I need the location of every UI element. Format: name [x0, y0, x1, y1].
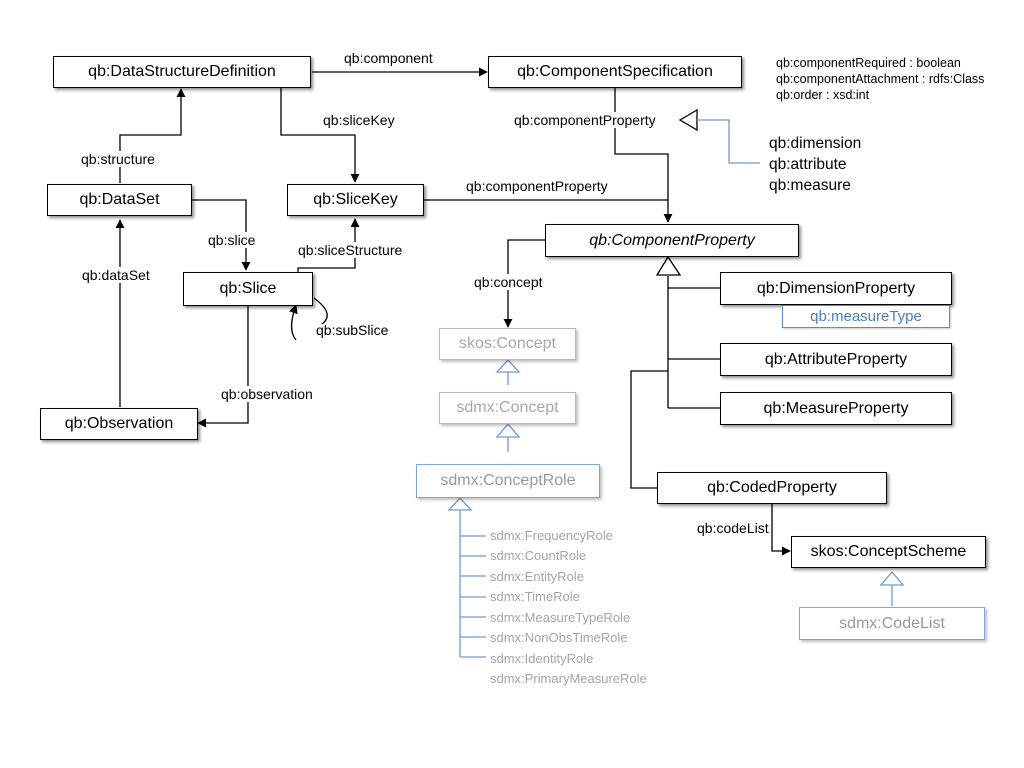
kind-measure: qb:measure [769, 177, 851, 194]
label-structure: qb:structure [81, 151, 155, 167]
slice-box: qb:Slice [183, 272, 313, 306]
label-subslice: qb:subSlice [316, 322, 389, 338]
observation-box: qb:Observation [40, 408, 198, 440]
edge-observation [197, 306, 249, 428]
triangle-skos-concept [495, 359, 521, 373]
edge-structure [119, 88, 186, 183]
label-codelist: qb:codeList [697, 520, 769, 536]
sdmx-concept-box: sdmx:Concept [439, 392, 576, 424]
label-slicestructure: qb:sliceStructure [298, 242, 403, 258]
role-non-obs-time: sdmx:NonObsTimeRole [490, 630, 628, 645]
skos-concept-box: skos:Concept [439, 328, 576, 360]
kind-attribute: qb:attribute [769, 156, 847, 173]
label-componentproperty-1: qb:componentProperty [514, 112, 656, 128]
attribute-property-box: qb:AttributeProperty [720, 343, 952, 376]
dimension-property-box: qb:DimensionProperty [720, 272, 952, 305]
role-measure-type: sdmx:MeasureTypeRole [490, 610, 631, 625]
dataset-box: qb:DataSet [47, 184, 192, 216]
component-property-box: qb:ComponentProperty [545, 224, 799, 257]
label-slicekey: qb:sliceKey [323, 112, 395, 128]
triangle-kinds [678, 108, 698, 132]
edge-componentproperty-1 [614, 88, 673, 223]
label-observation: qb:observation [221, 386, 313, 402]
component-specification-box: qb:ComponentSpecification [488, 56, 742, 88]
edge-concept [503, 239, 545, 328]
spec-attr-required: qb:componentRequired : boolean [776, 56, 961, 70]
label-slice: qb:slice [208, 232, 256, 248]
role-count: sdmx:CountRole [490, 548, 587, 563]
label-dataset: qb:dataSet [82, 267, 150, 283]
edge-subslice [292, 298, 328, 341]
edge-codelist [771, 504, 791, 556]
triangle-sdmx-concept [495, 422, 521, 438]
coded-property-box: qb:CodedProperty [657, 472, 887, 504]
concept-scheme-box: skos:ConceptScheme [791, 536, 986, 568]
edge-slicekey [280, 88, 360, 183]
role-identity: sdmx:IdentityRole [490, 651, 594, 666]
kind-dimension: qb:dimension [769, 135, 862, 152]
role-frequency: sdmx:FrequencyRole [490, 528, 613, 543]
label-component: qb:component [344, 50, 433, 66]
role-time: sdmx:TimeRole [490, 589, 580, 604]
subclass-tree [630, 276, 720, 489]
label-concept: qb:concept [474, 274, 543, 290]
measure-property-box: qb:MeasureProperty [720, 392, 952, 425]
triangle-concept-scheme [879, 570, 905, 586]
label-componentproperty-2: qb:componentProperty [466, 178, 608, 194]
codelist-box: sdmx:CodeList [799, 607, 985, 640]
spec-attr-order: qb:order : xsd:int [776, 88, 870, 102]
spec-attr-attachment: qb:componentAttachment : rdfs:Class [776, 72, 985, 86]
measure-type-box: qb:measureType [782, 305, 950, 328]
triangle-componentproperty [655, 255, 682, 276]
kinds-connector [697, 119, 760, 164]
concept-role-box: sdmx:ConceptRole [416, 464, 600, 498]
role-entity: sdmx:EntityRole [490, 569, 584, 584]
triangle-concept-role [447, 497, 473, 511]
role-primary-measure: sdmx:PrimaryMeasureRole [490, 671, 647, 686]
dsd-box: qb:DataStructureDefinition [53, 56, 311, 88]
slicekey-box: qb:SliceKey [287, 184, 424, 216]
